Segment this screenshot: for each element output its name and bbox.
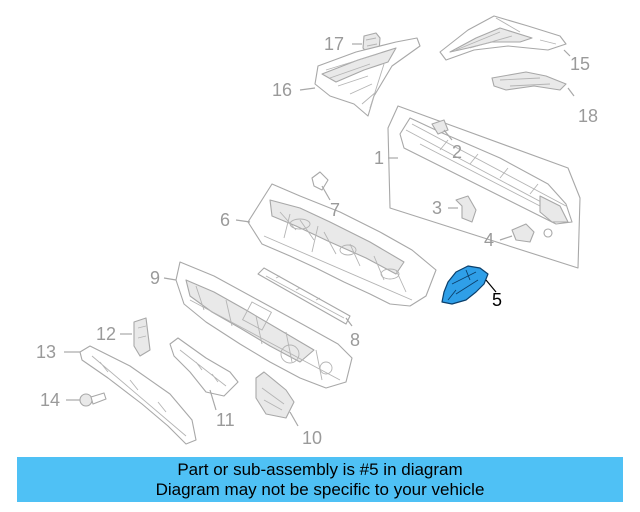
part-4-bracket xyxy=(511,223,535,243)
part-11-bracket xyxy=(169,337,239,397)
callout-labels: 1 2 3 4 5 6 7 8 9 10 11 12 13 14 15 16 1… xyxy=(36,34,598,448)
part-18-bracket xyxy=(491,71,567,91)
part-5-bracket-highlighted[interactable] xyxy=(441,265,489,305)
callout-15: 15 xyxy=(570,54,590,74)
callout-18: 18 xyxy=(578,106,598,126)
callout-1: 1 xyxy=(374,148,384,168)
callout-5: 5 xyxy=(492,290,502,310)
callout-2: 2 xyxy=(452,142,462,162)
callout-6: 6 xyxy=(220,210,230,230)
callout-11: 11 xyxy=(216,410,235,430)
part-10-panel xyxy=(255,371,295,419)
callout-3: 3 xyxy=(432,198,442,218)
banner-line-1: Part or sub-assembly is #5 in diagram xyxy=(177,460,463,479)
callout-8: 8 xyxy=(350,330,360,350)
callout-10: 10 xyxy=(302,428,322,448)
part-12-bracket xyxy=(133,317,151,357)
info-banner: Part or sub-assembly is #5 in diagram Di… xyxy=(17,457,623,502)
part-6-dash-upper xyxy=(247,183,437,307)
part-9-dash-lower xyxy=(175,261,353,389)
callout-16: 16 xyxy=(272,80,292,100)
callout-7: 7 xyxy=(330,200,340,220)
callout-9: 9 xyxy=(150,268,160,288)
part-1-subassembly-box xyxy=(387,105,581,269)
part-3-bracket xyxy=(455,195,477,223)
small-grommet xyxy=(543,228,553,238)
part-14-bolt xyxy=(79,392,107,407)
callout-4: 4 xyxy=(484,230,494,250)
part-15-upper-cowl xyxy=(439,15,567,61)
part-13-rail xyxy=(79,345,197,445)
leader-lines xyxy=(64,43,575,427)
part-8-reinforcement xyxy=(257,267,351,325)
callout-17: 17 xyxy=(324,34,344,54)
banner-line-2: Diagram may not be specific to your vehi… xyxy=(155,480,485,499)
callout-14: 14 xyxy=(40,390,60,410)
part-16-cowl-side xyxy=(314,37,421,117)
callout-12: 12 xyxy=(96,324,116,344)
part-7-seal xyxy=(311,171,329,191)
cowl-assembly xyxy=(399,117,573,225)
callout-13: 13 xyxy=(36,342,56,362)
